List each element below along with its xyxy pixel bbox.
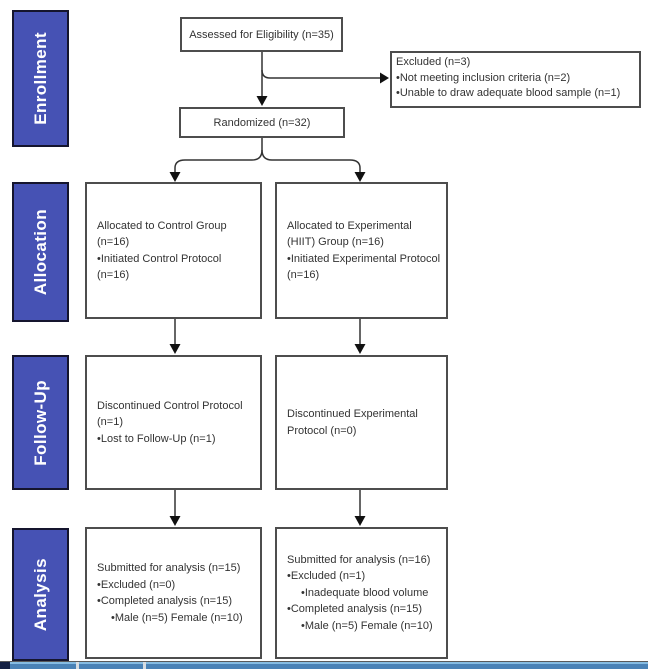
taskbar-divider bbox=[76, 662, 79, 669]
box-analysis-experimental: Submitted for analysis (n=16) •Excluded … bbox=[275, 527, 448, 659]
stage-label-allocation: Allocation bbox=[12, 182, 69, 322]
box-line: Excluded (n=3) bbox=[396, 56, 471, 68]
arrowhead-down-icon bbox=[354, 344, 366, 354]
split-right bbox=[261, 149, 361, 173]
box-line: Discontinued Experimental Protocol (n=0) bbox=[287, 408, 418, 437]
box-discontinued-experimental: Discontinued Experimental Protocol (n=0) bbox=[275, 355, 448, 490]
box-allocated-experimental: Allocated to Experimental (HIIT) Group (… bbox=[275, 182, 448, 319]
split-left bbox=[174, 149, 263, 173]
box-line: •Male (n=5) Female (n=10) bbox=[111, 611, 243, 624]
box-line: •Unable to draw adequate blood sample (n… bbox=[396, 87, 621, 100]
box-line: Allocated to Control Group (n=16) bbox=[97, 219, 227, 249]
box-line: Assessed for Eligibility (n=35) bbox=[189, 28, 334, 41]
box-line: •Initiated Experimental Protocol (n=16) bbox=[287, 252, 441, 282]
arrowhead-down-icon bbox=[354, 516, 366, 526]
box-discontinued-control: Discontinued Control Protocol (n=1) •Los… bbox=[85, 355, 262, 490]
box-line: •Initiated Control Protocol (n=16) bbox=[97, 252, 222, 282]
arrowhead-down-icon bbox=[169, 344, 181, 354]
connector-lines bbox=[174, 52, 381, 517]
stage-label-text: Follow-Up bbox=[30, 379, 50, 466]
box-line: •Completed analysis (n=15) bbox=[97, 595, 233, 607]
box-line: •Excluded (n=1) bbox=[287, 570, 366, 583]
box-line: Randomized (n=32) bbox=[213, 116, 311, 129]
taskbar-dark-segment[interactable] bbox=[0, 662, 10, 669]
box-line: •Lost to Follow-Up (n=1) bbox=[97, 432, 216, 445]
stage-label-text: Enrollment bbox=[30, 32, 50, 125]
box-analysis-control: Submitted for analysis (n=15) •Excluded … bbox=[85, 527, 262, 659]
box-randomized: Randomized (n=32) bbox=[179, 107, 345, 138]
arrowhead-down-icon bbox=[169, 516, 181, 526]
stage-label-text: Analysis bbox=[30, 557, 50, 632]
box-line: Discontinued Control Protocol (n=1) bbox=[97, 399, 243, 429]
box-line: Allocated to Experimental (HIIT) Group (… bbox=[287, 219, 412, 249]
box-line: •Completed analysis (n=15) bbox=[287, 603, 423, 616]
box-line: •Male (n=5) Female (n=10) bbox=[301, 619, 433, 632]
box-line: •Excluded (n=0) bbox=[97, 578, 176, 591]
box-assessed-eligibility: Assessed for Eligibility (n=35) bbox=[180, 17, 343, 52]
arrow-to-excluded bbox=[261, 69, 381, 79]
arrowhead-down-icon bbox=[354, 172, 366, 182]
stage-label-text: Allocation bbox=[30, 208, 50, 296]
arrowheads bbox=[169, 72, 389, 526]
taskbar-divider bbox=[143, 662, 146, 669]
box-excluded: Excluded (n=3) •Not meeting inclusion cr… bbox=[390, 51, 641, 108]
box-line: •Inadequate blood volume bbox=[301, 586, 429, 599]
stage-label-enrollment: Enrollment bbox=[12, 10, 69, 147]
box-allocated-control: Allocated to Control Group (n=16) •Initi… bbox=[85, 182, 262, 319]
stage-label-analysis: Analysis bbox=[12, 528, 69, 661]
arrowhead-down-icon bbox=[256, 96, 268, 106]
box-line: •Not meeting inclusion criteria (n=2) bbox=[396, 71, 571, 84]
taskbar-edge[interactable] bbox=[0, 661, 648, 669]
box-line: Submitted for analysis (n=16) bbox=[287, 553, 431, 566]
stage-label-follow-up: Follow-Up bbox=[12, 355, 69, 490]
arrowhead-right-icon bbox=[380, 72, 389, 84]
arrowhead-down-icon bbox=[169, 172, 181, 182]
box-line: Submitted for analysis (n=15) bbox=[97, 562, 241, 574]
